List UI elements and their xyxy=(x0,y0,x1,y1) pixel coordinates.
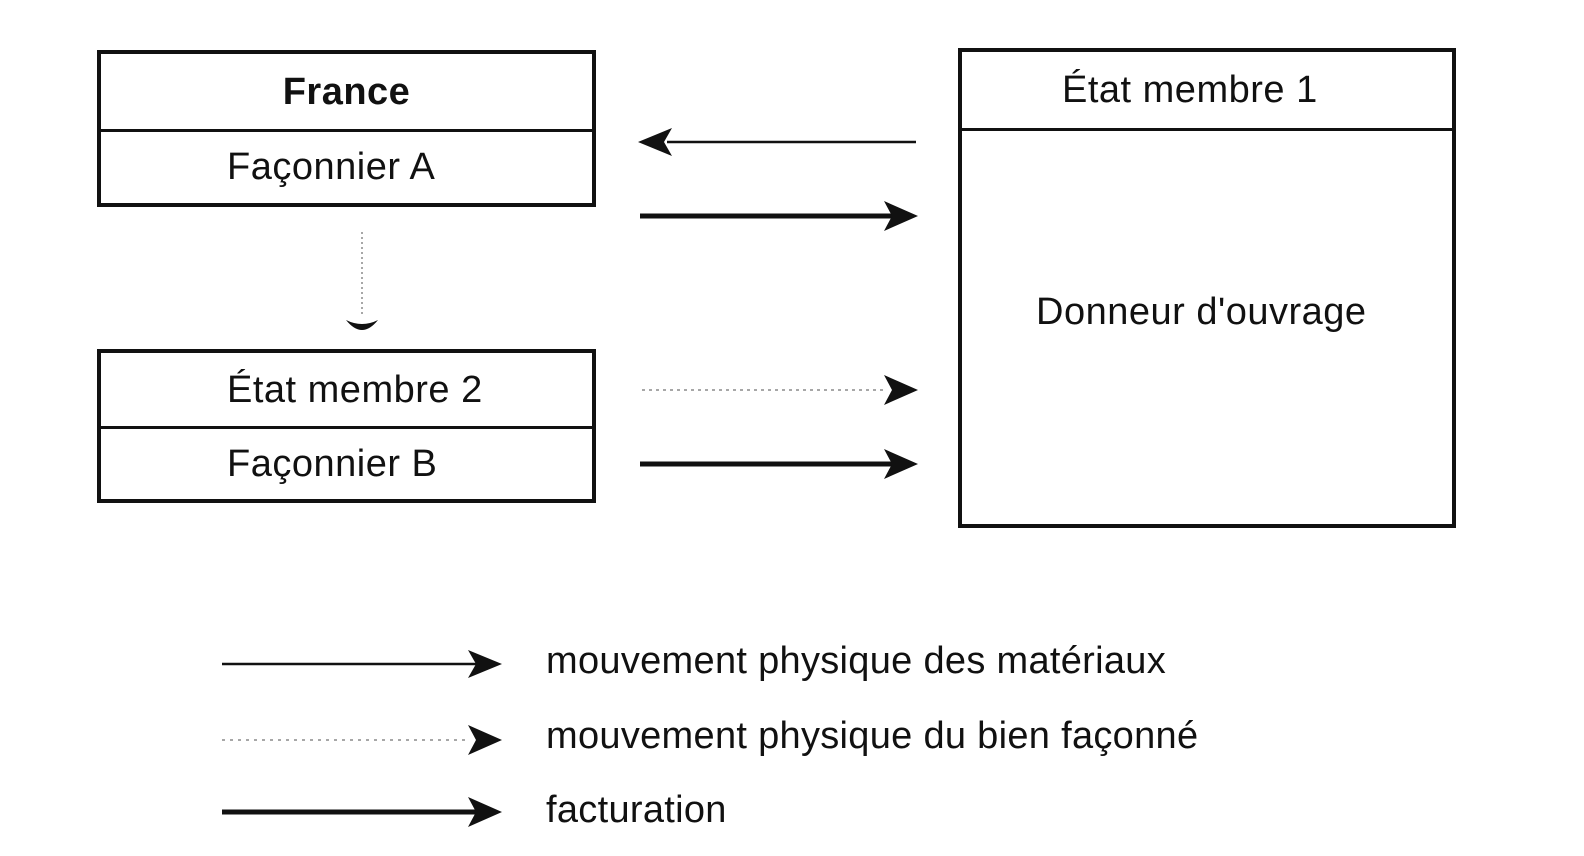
etat-membre-1-box: État membre 1 Donneur d'ouvrage xyxy=(958,48,1456,528)
legend-label-finished-goods: mouvement physique du bien façonné xyxy=(546,715,1199,757)
france-box: France Façonnier A xyxy=(97,50,596,207)
legend-label-material: mouvement physique des matériaux xyxy=(546,640,1167,682)
arrow-a-to-b-dotted xyxy=(346,232,378,330)
legend-arrow-finished-goods xyxy=(222,725,502,755)
etat-membre-2-title: État membre 2 xyxy=(227,368,483,411)
etat-membre-1-divider xyxy=(962,128,1452,131)
legend-label-invoicing: facturation xyxy=(546,789,727,831)
faconnier-b-label: Façonnier B xyxy=(227,442,438,485)
arrow-invoice-a-to-em1 xyxy=(640,201,918,231)
etat-membre-2-box: État membre 2 Façonnier B xyxy=(97,349,596,503)
etat-membre-2-divider xyxy=(101,426,592,429)
etat-membre-1-title: État membre 1 xyxy=(1062,68,1318,111)
legend-arrow-material xyxy=(222,650,502,678)
arrow-em1-to-faconnier-a xyxy=(638,128,916,156)
france-divider xyxy=(101,129,592,132)
donneur-ouvrage-label: Donneur d'ouvrage xyxy=(1036,290,1367,333)
faconnier-a-label: Façonnier A xyxy=(227,146,436,188)
arrow-b-to-em1-dotted xyxy=(642,375,918,405)
legend-arrow-invoicing xyxy=(222,797,502,827)
arrow-invoice-b-to-em1 xyxy=(640,449,918,479)
france-title: France xyxy=(282,70,411,113)
